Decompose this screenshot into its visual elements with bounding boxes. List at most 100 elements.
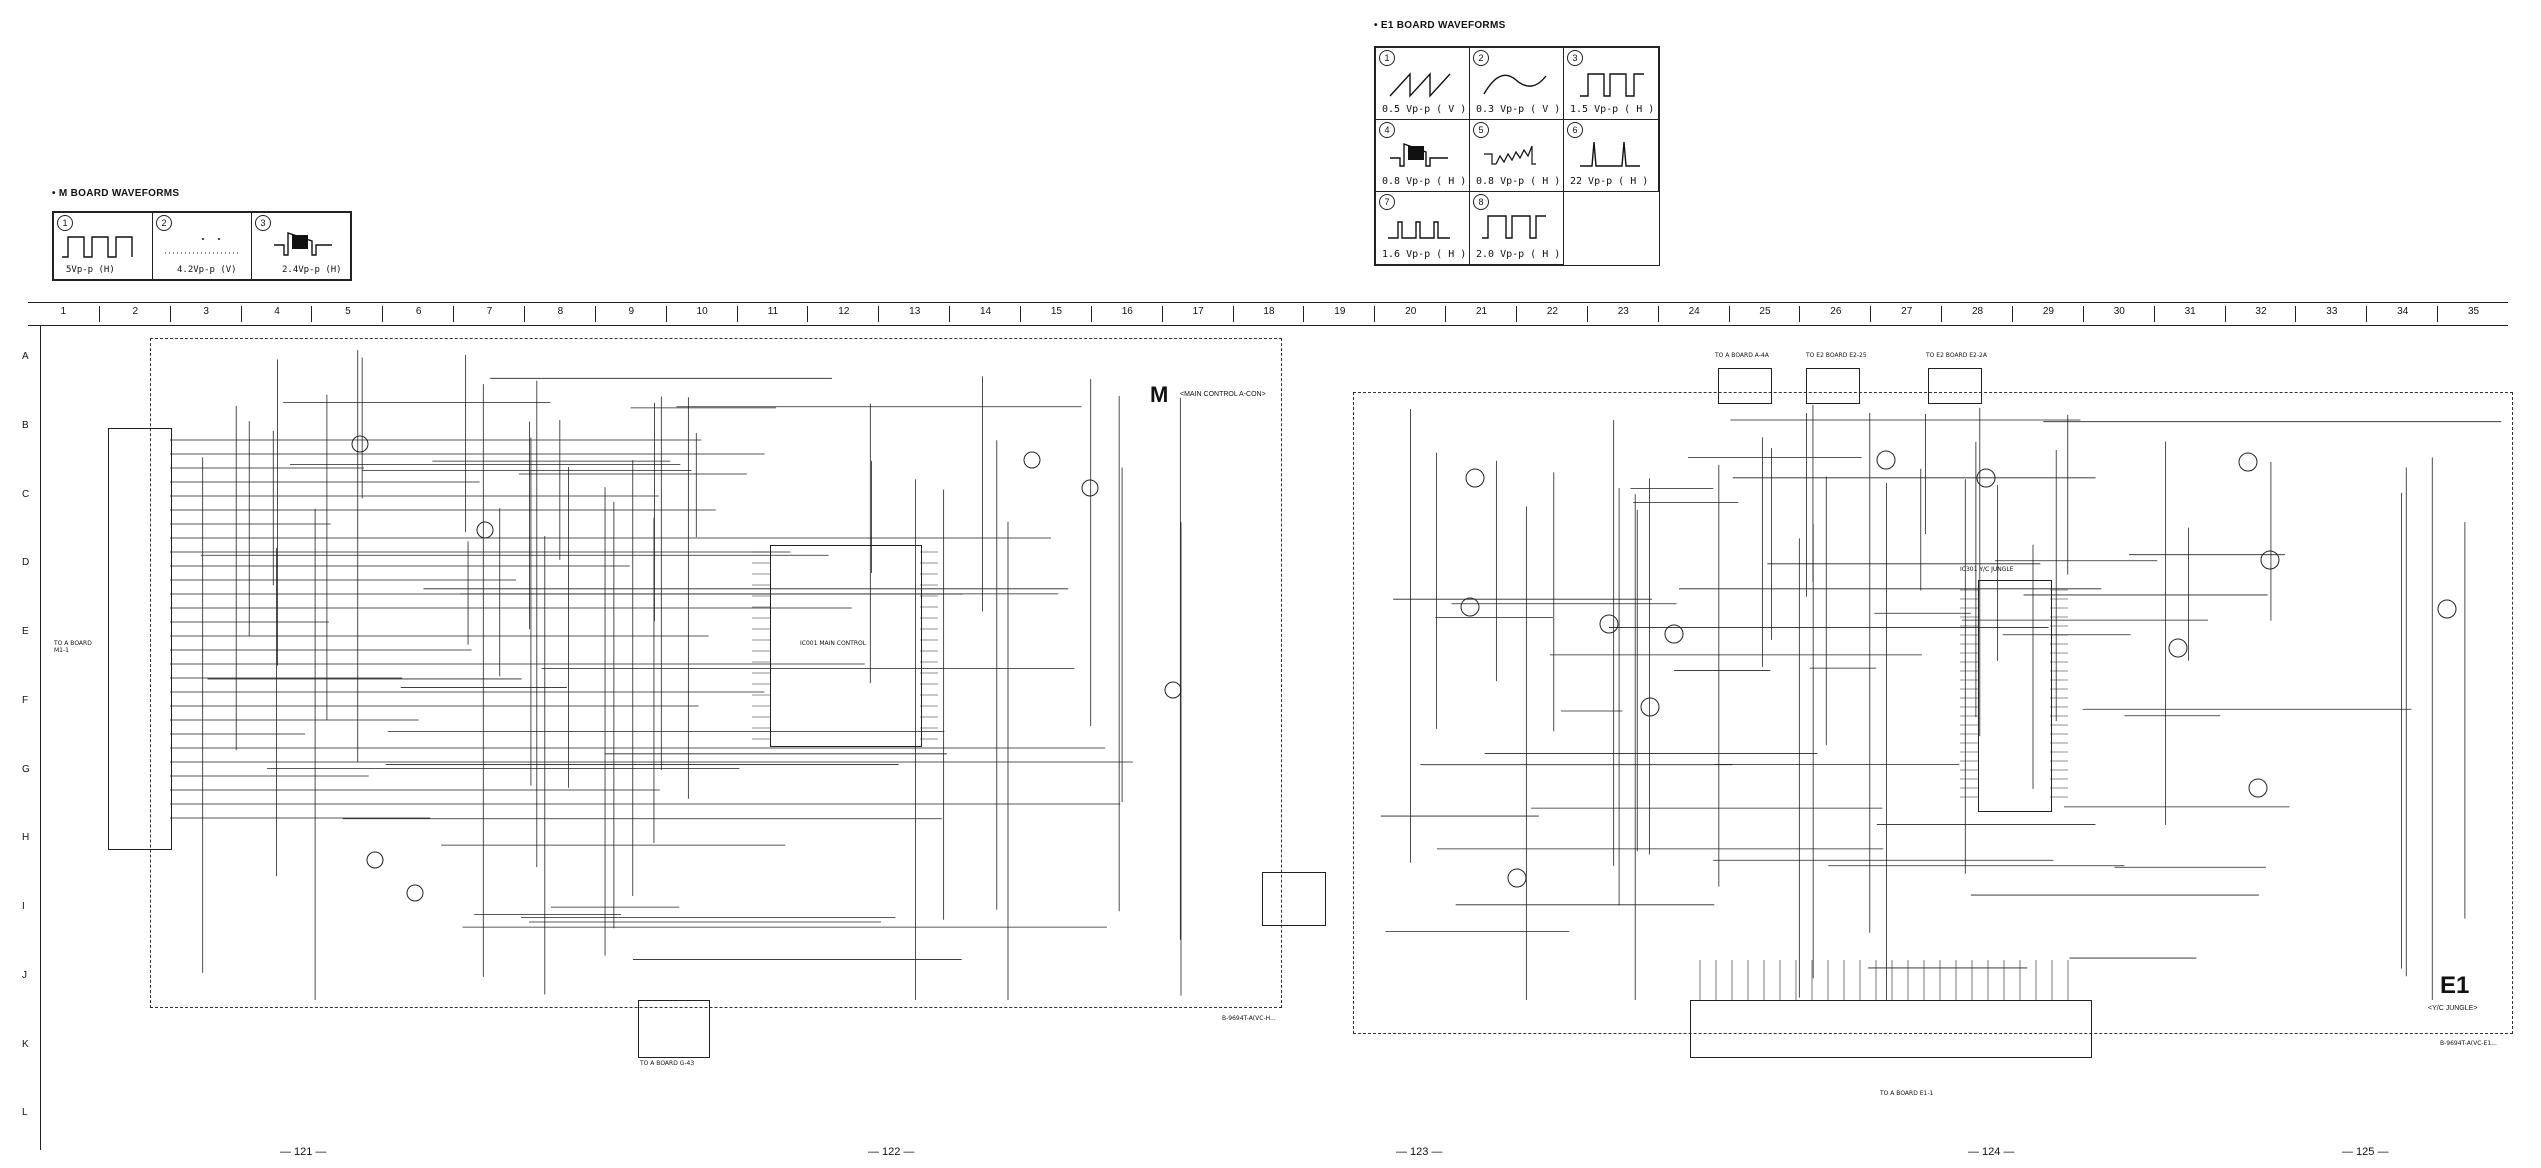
waveform-number: 4	[1379, 122, 1395, 138]
left-connector-label: TO A BOARD M1-1	[54, 640, 92, 654]
grid-column-2: 2	[98, 306, 171, 322]
grid-column-32: 32	[2224, 306, 2297, 322]
waveform-amplitude: 2.4Vp-p (H)	[282, 265, 342, 275]
grid-row-E: E	[22, 626, 29, 637]
dotted-line-icon	[165, 238, 241, 254]
grid-column-22: 22	[1516, 306, 1588, 322]
grid-column-3: 3	[169, 306, 242, 322]
grid-column-10: 10	[665, 306, 738, 322]
transistor-symbol	[2168, 638, 2188, 658]
grid-column-12: 12	[807, 306, 879, 322]
m-board-subtitle: <MAIN CONTROL A-CON>	[1180, 391, 1266, 398]
waveform-number: 7	[1379, 194, 1395, 210]
waveform-amplitude: 0.8 Vp-p ( H )	[1382, 176, 1467, 187]
m-waveforms-title: • M BOARD WAVEFORMS	[52, 188, 180, 199]
e1-board-footnote: B-9694T-A(VC-E1...	[2440, 1040, 2497, 1047]
e1-waveform-cell-6: 6 22 Vp-p ( H )	[1563, 119, 1659, 192]
grid-column-13: 13	[878, 306, 950, 322]
waveform-amplitude: 0.8 Vp-p ( H )	[1476, 176, 1561, 187]
grid-column-9: 9	[594, 306, 667, 322]
grid-column-15: 15	[1020, 306, 1092, 322]
grid-column-28: 28	[1941, 306, 2013, 322]
transistor-symbol	[351, 435, 369, 453]
arc-icon	[1483, 74, 1547, 95]
page-number-121: — 121 —	[280, 1146, 327, 1158]
grid-column-23: 23	[1586, 306, 1659, 322]
m-board-frame	[150, 338, 1282, 1008]
narrow-pulse-icon	[1388, 221, 1450, 239]
grid-column-7: 7	[453, 306, 525, 322]
m-waveform-cell-3: 3 2.4Vp-p (H)	[251, 212, 351, 280]
spike-icon	[1580, 141, 1640, 167]
grid-row-J: J	[22, 969, 27, 981]
waveform-number: 8	[1473, 194, 1489, 210]
ramp-burst-icon	[1484, 145, 1536, 165]
grid-column-27: 27	[1870, 306, 1942, 322]
grid-row-K: K	[22, 1038, 29, 1050]
e1-bottom-connector-label: TO A BOARD E1-1	[1880, 1090, 1934, 1097]
e1-waveform-cell-8: 8 2.0 Vp-p ( H )	[1469, 191, 1564, 265]
grid-row-L: L	[22, 1107, 28, 1119]
transistor-symbol	[2437, 599, 2457, 619]
transistor-symbol	[2238, 452, 2258, 472]
m-main-ic	[770, 545, 922, 747]
waveform-number: 6	[1567, 122, 1583, 138]
e1-board-label: E1	[2440, 972, 2470, 999]
waveform-number: 2	[156, 215, 172, 231]
waveform-amplitude: 1.5 Vp-p ( H )	[1570, 104, 1655, 115]
grid-row-I: I	[22, 901, 25, 912]
grid-column-25: 25	[1728, 306, 1801, 322]
transistor-symbol	[2248, 778, 2268, 798]
page-number-122: — 122 —	[868, 1146, 915, 1158]
page-number-125: — 125 —	[2342, 1146, 2389, 1158]
burst-icon	[274, 232, 332, 256]
transistor-symbol	[1507, 868, 1527, 888]
transistor-symbol	[1460, 597, 1480, 617]
m-waveforms-table: 1 5Vp-p (H) 2 4.2Vp-p (V) 3 2.4Vp-p (H)	[52, 211, 352, 281]
transistor-symbol	[1640, 697, 1660, 717]
e1-ic-label: IC301 Y/C JUNGLE	[1960, 566, 2014, 573]
m-board-footnote: B-9694T-A(VC-H...	[1222, 1015, 1276, 1022]
grid-column-29: 29	[2012, 306, 2084, 322]
pulse-icon	[62, 236, 133, 258]
transistor-symbol	[1664, 624, 1684, 644]
grid-column-31: 31	[2153, 306, 2226, 322]
grid-column-16: 16	[1090, 306, 1163, 322]
e1-top-connector-c	[1928, 368, 1982, 404]
grid-column-34: 34	[2366, 306, 2438, 322]
transistor-symbol	[1599, 614, 1619, 634]
grid-column-33: 33	[2295, 306, 2367, 322]
e1-top-connector-c-label: TO E2 BOARD E2-2A	[1926, 352, 1987, 359]
transistor-symbol	[1465, 468, 1485, 488]
transistor-symbol	[1023, 451, 1041, 469]
grid-column-21: 21	[1445, 306, 1517, 322]
waveform-amplitude: 2.0 Vp-p ( H )	[1476, 249, 1561, 260]
waveform-number: 2	[1473, 50, 1489, 66]
waveform-number: 5	[1473, 122, 1489, 138]
e1-bottom-connector	[1690, 1000, 2092, 1058]
m-bottom-connector-label: TO A BOARD G-43	[640, 1060, 695, 1067]
e1-top-connector-a-label: TO A BOARD A-4A	[1715, 352, 1769, 359]
m-left-connector	[108, 428, 172, 850]
transistor-symbol	[1164, 681, 1182, 699]
transistor-symbol	[406, 884, 424, 902]
grid-column-35: 35	[2437, 306, 2509, 322]
grid-row-G: G	[22, 763, 30, 775]
burst-icon	[1390, 143, 1448, 167]
transistor-symbol	[1976, 468, 1996, 488]
grid-column-30: 30	[2082, 306, 2155, 322]
m-board-label: M	[1150, 382, 1169, 407]
grid-column-18: 18	[1232, 306, 1305, 322]
waveform-amplitude: 22 Vp-p ( H )	[1570, 176, 1649, 187]
grid-row-D: D	[22, 557, 30, 569]
waveform-number: 1	[57, 215, 73, 231]
e1-board-frame	[1353, 392, 2513, 1034]
e1-top-connector-a	[1718, 368, 1772, 404]
grid-column-14: 14	[949, 306, 1021, 322]
grid-column-24: 24	[1657, 306, 1730, 322]
grid-column-4: 4	[240, 306, 313, 322]
